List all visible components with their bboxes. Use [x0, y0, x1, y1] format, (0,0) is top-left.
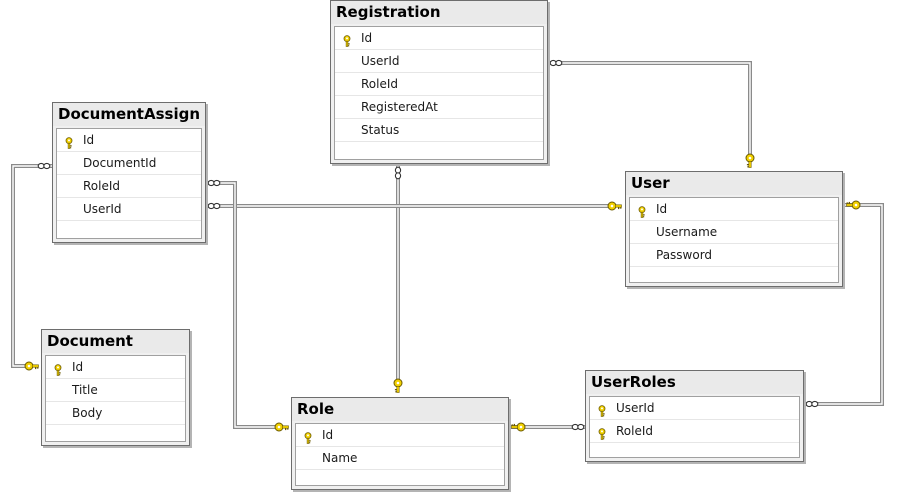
column-row[interactable]: RoleId	[590, 420, 799, 443]
primary-key-icon	[52, 361, 64, 376]
relationship-documentassign-document[interactable]	[11, 164, 52, 368]
one-end-key-icon	[274, 422, 289, 432]
one-end-key-icon	[393, 378, 403, 393]
relationship-userroles-user[interactable]	[804, 203, 884, 406]
table-title: User	[626, 172, 842, 195]
column-row[interactable]: UserId	[590, 397, 799, 420]
column-name: Username	[656, 225, 718, 239]
column-row[interactable]: RoleId	[335, 73, 543, 96]
column-name: Status	[361, 123, 400, 137]
many-end-icon	[394, 166, 402, 180]
many-end-icon	[805, 400, 819, 408]
column-row[interactable]: RoleId	[57, 175, 201, 198]
column-row[interactable]: Title	[46, 379, 185, 402]
one-end-key-icon	[846, 200, 861, 210]
table-title: Document	[42, 330, 189, 353]
column-name: Title	[72, 383, 98, 397]
primary-key-icon	[63, 134, 75, 149]
primary-key-icon	[596, 402, 608, 417]
many-end-icon	[207, 202, 221, 210]
column-name: UserId	[616, 401, 655, 415]
column-row[interactable]: Password	[630, 244, 838, 267]
primary-key-icon	[341, 32, 353, 47]
column-row[interactable]: Body	[46, 402, 185, 425]
column-row[interactable]: Id	[296, 424, 504, 447]
column-row[interactable]: Id	[630, 198, 838, 221]
table-title: Registration	[331, 1, 547, 24]
column-row[interactable]: Id	[46, 356, 185, 379]
column-row[interactable]: Id	[57, 129, 201, 152]
column-row[interactable]: Username	[630, 221, 838, 244]
column-name: Body	[72, 406, 103, 420]
one-end-key-icon	[745, 153, 755, 168]
primary-key-icon	[302, 429, 314, 444]
column-name: Name	[322, 451, 358, 465]
one-end-key-icon	[607, 201, 622, 211]
column-name: RegisteredAt	[361, 100, 438, 114]
column-name: RoleId	[361, 77, 399, 91]
many-end-icon	[549, 59, 563, 67]
column-name: Id	[656, 202, 668, 216]
many-end-icon	[207, 179, 221, 187]
column-row[interactable]: Name	[296, 447, 504, 470]
one-end-key-icon	[24, 361, 39, 371]
column-name: Id	[361, 31, 373, 45]
column-name: Id	[322, 428, 334, 442]
column-name: RoleId	[616, 424, 654, 438]
primary-key-icon	[596, 425, 608, 440]
column-name: RoleId	[83, 179, 121, 193]
many-end-icon	[571, 423, 585, 431]
column-name: UserId	[83, 202, 122, 216]
column-row[interactable]: Status	[335, 119, 543, 142]
column-row[interactable]: DocumentId	[57, 152, 201, 175]
column-name: Id	[83, 133, 95, 147]
column-row[interactable]: UserId	[57, 198, 201, 221]
column-name: UserId	[361, 54, 400, 68]
table-title: UserRoles	[586, 371, 803, 394]
many-end-icon	[37, 162, 51, 170]
table-title: Role	[292, 398, 508, 421]
column-name: Password	[656, 248, 713, 262]
column-row[interactable]: Id	[335, 27, 543, 50]
column-row[interactable]: UserId	[335, 50, 543, 73]
table-title: DocumentAssign	[53, 103, 205, 126]
column-name: Id	[72, 360, 84, 374]
primary-key-icon	[636, 203, 648, 218]
relationship-documentassign-role[interactable]	[206, 181, 281, 429]
relationship-registration-user[interactable]	[548, 61, 752, 160]
column-name: DocumentId	[83, 156, 157, 170]
column-row[interactable]: RegisteredAt	[335, 96, 543, 119]
one-end-key-icon	[511, 422, 526, 432]
